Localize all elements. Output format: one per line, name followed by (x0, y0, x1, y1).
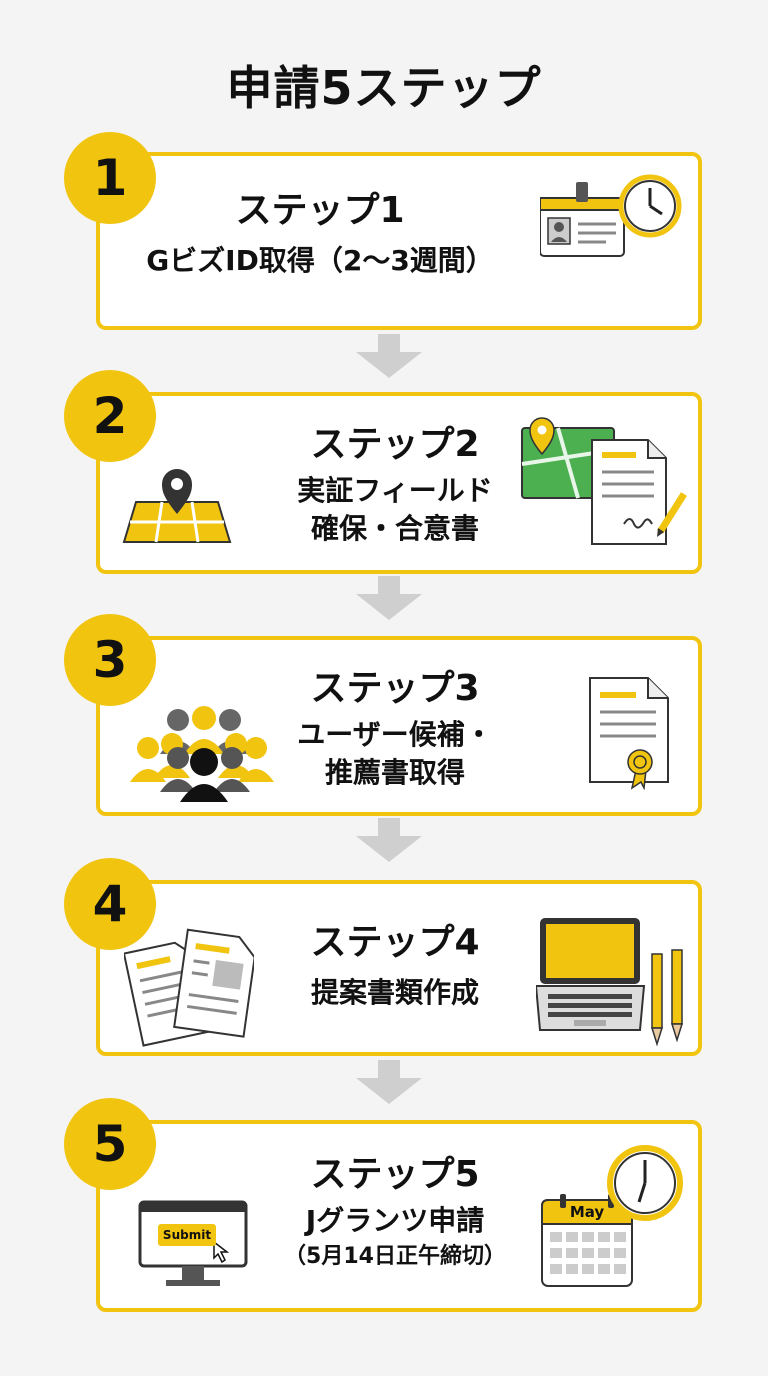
step-2-heading: ステップ2 (310, 424, 480, 465)
step-4-card: ステップ4 提案書類作成 (96, 880, 702, 1056)
step-5-line-1: Jグランツ申請 (305, 1204, 485, 1237)
documents-icon (124, 928, 254, 1047)
step-5-deadline-note: （5月14日正午締切） (284, 1244, 506, 1269)
step-1-number-badge: 1 (64, 132, 156, 224)
step-1-card: ステップ1 GビズID取得（2〜3週間） (96, 152, 702, 330)
user-group-icon (130, 706, 274, 802)
step-5-text: ステップ5 Jグランツ申請 （5月14日正午締切） (250, 1152, 540, 1274)
step-3-line-2: 推薦書取得 (324, 756, 465, 789)
flow-arrow-1 (356, 334, 422, 378)
step-3-line-1: ユーザー候補・ (297, 718, 493, 751)
step-1-line-1: GビズID取得（2〜3週間） (146, 244, 494, 277)
flow-arrow-3 (356, 818, 422, 862)
submit-monitor-icon: Submit (138, 1200, 248, 1296)
step-2-line-1: 実証フィールド (297, 474, 493, 507)
step-4-heading: ステップ4 (310, 922, 480, 963)
certificate-icon (589, 677, 669, 790)
step-5-heading: ステップ5 (310, 1154, 480, 1195)
flow-arrow-4 (356, 1060, 422, 1104)
step-4-line-1: 提案書類作成 (310, 976, 479, 1009)
step-2-text: ステップ2 実証フィールド 確保・合意書 (250, 422, 540, 548)
calendar-month-label: May (569, 1203, 605, 1221)
submit-button-graphic: Submit (158, 1224, 216, 1246)
step-1-text: ステップ1 GビズID取得（2〜3週間） (100, 188, 540, 280)
step-1-heading: ステップ1 (235, 190, 405, 231)
page-title: 申請5ステップ (226, 61, 542, 115)
signed-document-icon (591, 439, 687, 545)
field-map-pin-icon (122, 469, 232, 543)
step-3-text: ステップ3 ユーザー候補・ 推薦書取得 (250, 666, 540, 792)
clock-icon (618, 174, 682, 238)
step-5-card: Submit ステップ5 Jグランツ申請 （5月14日正午締切） May (96, 1120, 702, 1312)
step-4-text: ステップ4 提案書類作成 (250, 920, 540, 1012)
flow-arrow-2 (356, 576, 422, 620)
step-3-card: ステップ3 ユーザー候補・ 推薦書取得 (96, 636, 702, 816)
deadline-clock-icon (607, 1145, 683, 1221)
step-2-line-2: 確保・合意書 (310, 512, 479, 545)
step-2-card: ステップ2 実証フィールド 確保・合意書 (96, 392, 702, 574)
step-3-number-badge: 3 (64, 614, 156, 706)
pencils-icon (650, 949, 684, 1047)
step-3-heading: ステップ3 (310, 668, 480, 709)
id-card-icon (540, 182, 625, 257)
step-2-number-badge: 2 (64, 370, 156, 462)
laptop-icon (536, 918, 646, 1031)
step-5-number-badge: 5 (64, 1098, 156, 1190)
step-4-number-badge: 4 (64, 858, 156, 950)
